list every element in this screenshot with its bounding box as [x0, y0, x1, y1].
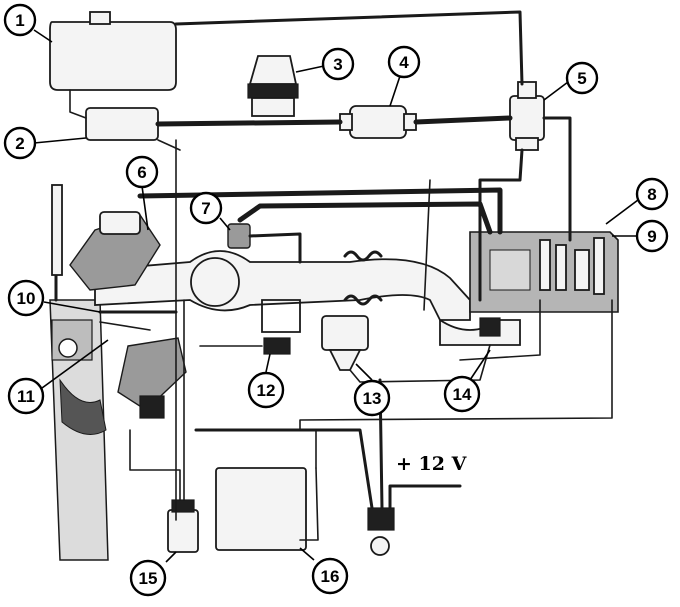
vacuum-capsule [247, 55, 299, 117]
hose-network [98, 10, 613, 541]
callout-2-label: 2 [15, 134, 24, 153]
callout-14: 14 [443, 349, 491, 413]
callout-8: 8 [605, 177, 669, 225]
intake-sensor [227, 223, 251, 249]
connector-module [167, 499, 199, 553]
callout-11: 11 [7, 339, 109, 415]
callout-4: 4 [387, 45, 421, 107]
callout-3-label: 3 [333, 55, 342, 74]
intake-manifold [94, 250, 471, 321]
callout-15: 15 [129, 551, 177, 597]
control-unit [469, 231, 619, 313]
callout-6: 6 [125, 155, 159, 231]
ecu-box [215, 467, 307, 551]
callout-8-label: 8 [647, 185, 656, 204]
callout-12: 12 [247, 353, 285, 409]
callout-16: 16 [299, 547, 349, 595]
callout-7: 7 [189, 191, 231, 231]
callout-2: 2 [3, 126, 87, 160]
callout-4-label: 4 [399, 53, 409, 72]
engine-block [49, 184, 109, 561]
callout-15-label: 15 [139, 569, 158, 588]
callout-3: 3 [295, 47, 355, 81]
valve-block [69, 89, 159, 141]
solenoid-valve [321, 315, 369, 371]
callout-12-label: 12 [257, 381, 276, 400]
callout-9-label: 9 [647, 227, 656, 246]
callout-1-label: 1 [15, 11, 24, 30]
callout-16-label: 16 [321, 567, 340, 586]
relay-connector [367, 507, 395, 556]
callout-10: 10 [7, 279, 101, 317]
lower-valve [439, 317, 521, 346]
callout-11-label: 11 [17, 387, 35, 406]
callout-13-label: 13 [363, 389, 382, 408]
callout-9: 9 [612, 219, 669, 253]
throttle-housing [69, 211, 161, 291]
reservoir-canister [49, 11, 177, 91]
callout-6-label: 6 [137, 163, 146, 182]
voltage-label: + 12 V [396, 453, 468, 475]
distributor [117, 337, 187, 419]
bracket-valve [261, 299, 301, 355]
callout-1: 1 [3, 3, 53, 43]
callout-7-label: 7 [201, 199, 210, 218]
callout-5-label: 5 [577, 69, 586, 88]
callout-13: 13 [353, 363, 391, 417]
callout-10-label: 10 [17, 289, 36, 308]
callout-5: 5 [543, 61, 599, 101]
inline-filter [339, 105, 417, 139]
pressure-regulator [509, 81, 545, 151]
callout-14-label: 14 [453, 385, 472, 404]
